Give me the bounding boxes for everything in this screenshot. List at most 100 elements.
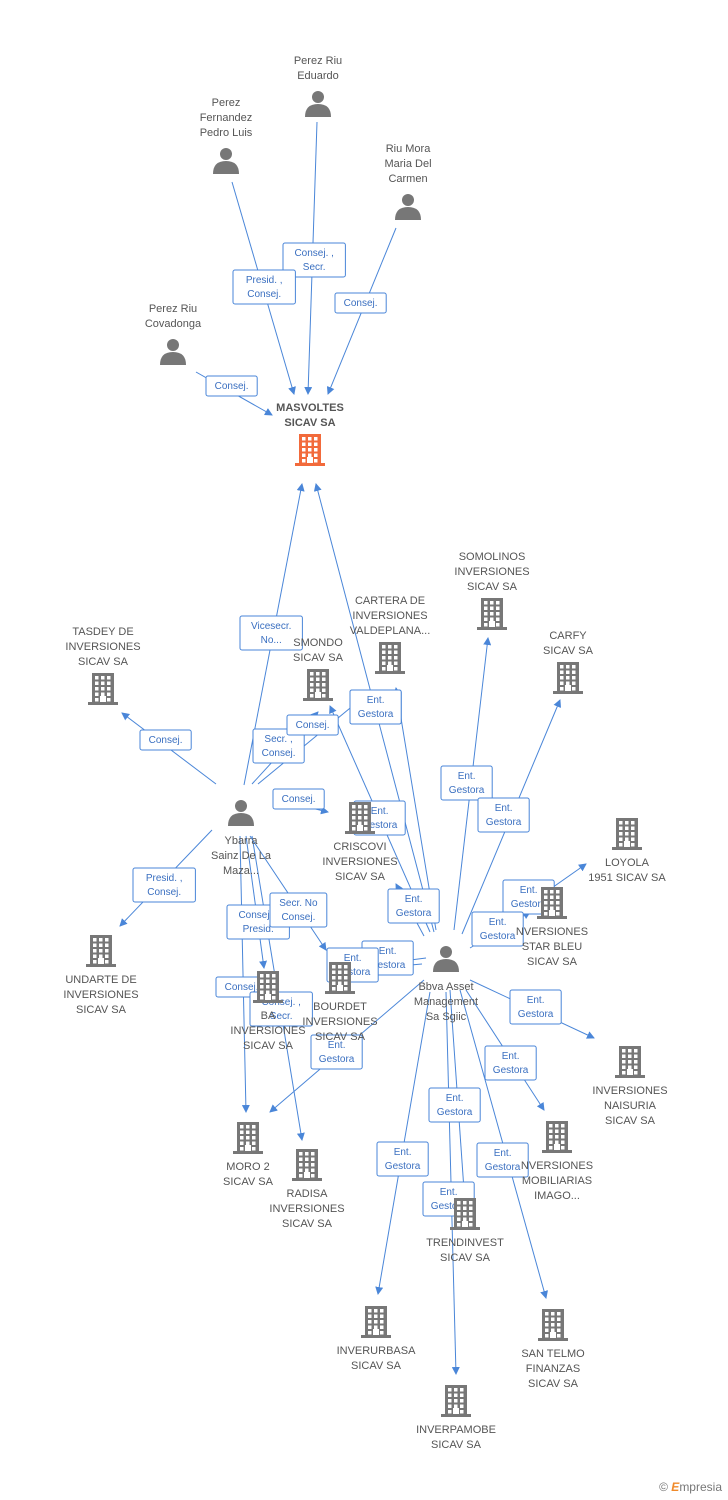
node-label: SICAV SA <box>78 656 129 668</box>
person-head <box>235 800 247 812</box>
building-window <box>484 623 488 627</box>
building-window <box>310 683 314 687</box>
building-window <box>550 906 554 910</box>
relation-label[interactable]: Presid. ,Consej. <box>232 269 296 305</box>
relation-label[interactable]: Consej. <box>272 788 325 810</box>
building-window <box>374 1314 378 1318</box>
node-label: TASDEY DE <box>72 626 133 638</box>
relation-label[interactable]: Ent.Gestora <box>477 797 530 833</box>
node-label: BA <box>261 1010 276 1022</box>
company-node-c_mobiliarias[interactable]: NVERSIONESMOBILIARIASIMAGO... <box>521 1121 593 1202</box>
node-label: IMAGO... <box>534 1190 580 1202</box>
relation-label-text: Secr. <box>303 262 326 273</box>
relation-label[interactable]: Vicesecr.No... <box>239 615 303 651</box>
relation-label[interactable]: Ent.Gestora <box>484 1045 537 1081</box>
relation-label[interactable]: Ent.Gestora <box>440 765 493 801</box>
relation-label[interactable]: Ent.Gestora <box>387 888 440 924</box>
building-window <box>619 832 623 836</box>
building-window <box>463 1217 467 1221</box>
building-window <box>549 1135 553 1139</box>
building-window <box>332 987 336 991</box>
relation-label-text: Ent. <box>527 995 545 1006</box>
relation-label[interactable]: Ent.Gestora <box>428 1087 481 1123</box>
building-icon <box>303 669 333 701</box>
building-window <box>557 1334 561 1338</box>
node-label: NVERSIONES <box>521 1160 593 1172</box>
relation-label[interactable]: Ent.Gestora <box>476 1142 529 1178</box>
building-window <box>99 938 103 942</box>
relation-label-box <box>471 911 524 947</box>
relation-label[interactable]: Presid. ,Consej. <box>132 867 196 903</box>
building-window <box>572 681 576 685</box>
relation-label[interactable]: Consej. <box>334 292 387 314</box>
company-node-c_cartera[interactable]: CARTERA DEINVERSIONESVALDEPLANA... <box>350 595 431 674</box>
building-window <box>107 676 111 680</box>
building-window <box>556 912 560 916</box>
relation-label[interactable]: Secr. ,Consej. <box>252 728 305 764</box>
relation-label[interactable]: Consej. <box>286 714 339 736</box>
relation-label-box <box>139 729 192 751</box>
building-window <box>352 821 356 825</box>
relation-label[interactable]: Ent.Gestora <box>349 689 402 725</box>
node-label: INVERSIONES <box>269 1203 344 1215</box>
relation-label[interactable]: Consej. <box>139 729 192 751</box>
relation-label[interactable]: Ent.Gestora <box>376 1141 429 1177</box>
building-window <box>551 1312 555 1316</box>
building-window <box>625 821 629 825</box>
building-icon <box>553 662 583 694</box>
building-window <box>266 985 270 989</box>
building-window <box>352 827 356 831</box>
building-base <box>303 698 333 701</box>
building-window <box>561 1129 565 1133</box>
relation-label[interactable]: Ent.Gestora <box>471 911 524 947</box>
node-label: CRISCOVI <box>333 841 386 853</box>
building-icon <box>441 1385 471 1417</box>
relation-label[interactable]: Ent.Gestora <box>509 989 562 1025</box>
building-window <box>484 601 488 605</box>
building-window <box>551 1323 555 1327</box>
relation-label-text: Gestora <box>485 1162 521 1173</box>
building-window <box>560 681 564 685</box>
building-window <box>338 965 342 969</box>
building-window <box>561 1140 565 1144</box>
relation-label[interactable]: Consej. ,Secr. <box>282 242 346 278</box>
building-window <box>240 1130 244 1134</box>
building-window <box>380 1314 384 1318</box>
relation-label[interactable]: Consej. <box>205 375 258 397</box>
relation-label-box <box>428 1087 481 1123</box>
building-window <box>555 1135 559 1139</box>
building-window <box>394 656 398 660</box>
node-label: SICAV SA <box>243 1040 294 1052</box>
building-window <box>308 442 312 446</box>
building-window <box>352 810 356 814</box>
relation-label[interactable]: Ent.Gestora <box>310 1034 363 1070</box>
building-window <box>311 1163 315 1167</box>
building-door <box>100 696 106 702</box>
